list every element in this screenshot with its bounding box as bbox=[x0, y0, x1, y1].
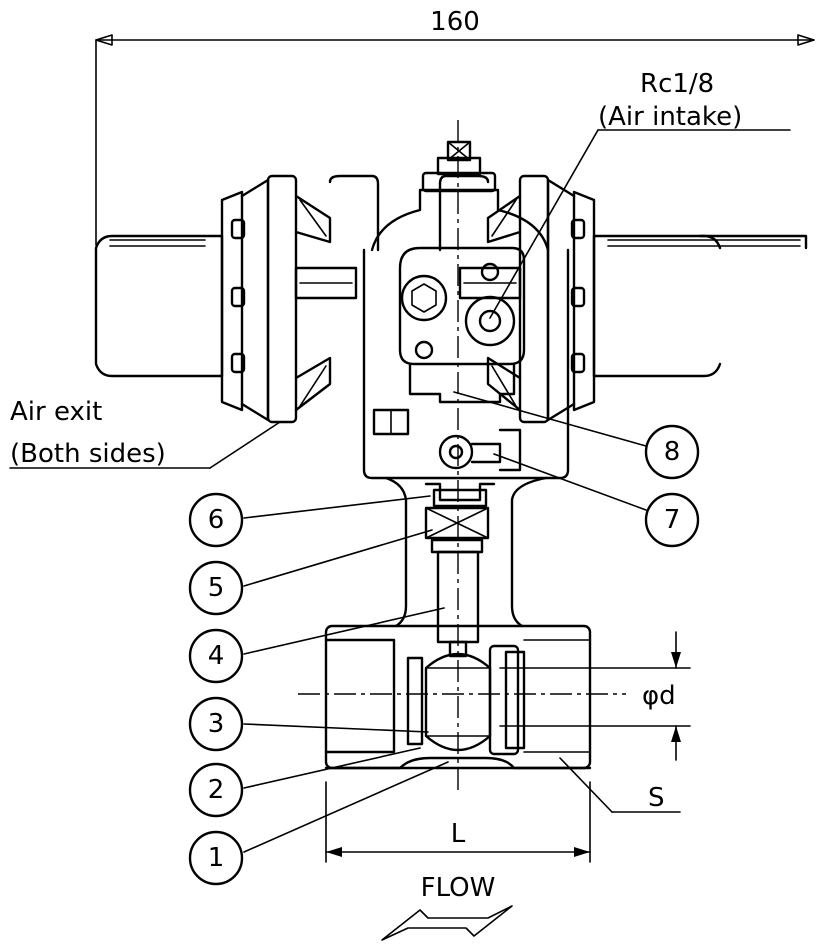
actuator-body bbox=[294, 140, 570, 480]
overall-width-label: 160 bbox=[430, 7, 480, 37]
air-intake-port-label: Rc1/8 bbox=[640, 69, 714, 99]
callout-1: 1 bbox=[188, 761, 449, 886]
air-intake-desc-label: (Air intake) bbox=[598, 102, 742, 132]
flow-arrow-icon bbox=[381, 905, 513, 941]
callout-4-label: 4 bbox=[208, 641, 225, 671]
left-actuator bbox=[94, 174, 332, 424]
callout-3: 3 bbox=[188, 696, 429, 752]
air-intake-annotation: Rc1/8 (Air intake) bbox=[489, 69, 791, 319]
callout-1-label: 1 bbox=[208, 843, 225, 873]
callout-3-label: 3 bbox=[208, 709, 225, 739]
callout-8: 8 bbox=[453, 391, 700, 480]
bore-dimension: φd bbox=[499, 631, 691, 761]
callout-7-label: 7 bbox=[664, 505, 681, 535]
right-actuator bbox=[486, 174, 808, 424]
callout-2-label: 2 bbox=[208, 775, 225, 805]
air-exit-annotation: Air exit (Both sides) bbox=[9, 397, 281, 469]
thread-annotation: S bbox=[559, 757, 681, 813]
callout-4: 4 bbox=[188, 607, 445, 684]
length-dimension: L bbox=[325, 781, 591, 863]
callout-5: 5 bbox=[188, 529, 433, 616]
flow-label: FLOW bbox=[421, 873, 496, 903]
callout-6: 6 bbox=[188, 492, 431, 548]
bore-diameter-label: φd bbox=[642, 681, 676, 711]
overall-width-dimension: 160 bbox=[95, 7, 815, 246]
callout-6-label: 6 bbox=[208, 505, 225, 535]
air-exit-label: Air exit bbox=[10, 397, 102, 427]
thread-label: S bbox=[648, 783, 665, 813]
callout-7: 7 bbox=[493, 453, 700, 548]
center-lines bbox=[298, 120, 626, 792]
callout-8-label: 8 bbox=[664, 437, 681, 467]
callout-5-label: 5 bbox=[208, 573, 225, 603]
flow-indicator: FLOW bbox=[381, 873, 513, 941]
stem-section bbox=[384, 476, 548, 658]
air-exit-desc-label: (Both sides) bbox=[10, 439, 166, 469]
length-label: L bbox=[451, 819, 466, 849]
callout-2: 2 bbox=[188, 747, 421, 818]
